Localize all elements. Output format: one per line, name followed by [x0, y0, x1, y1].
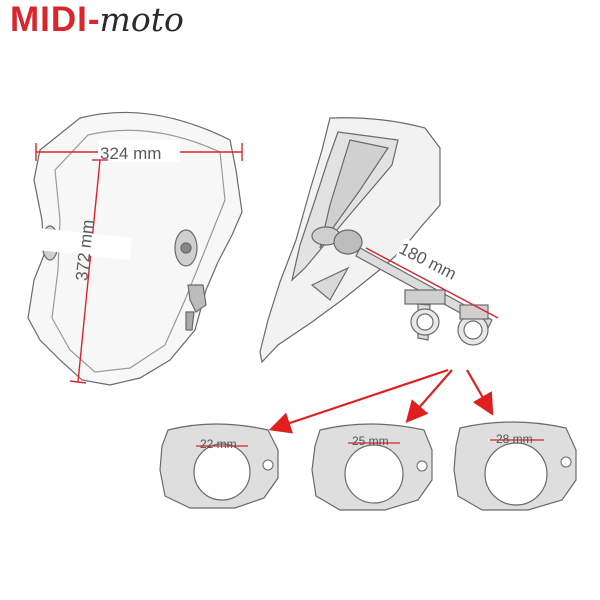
brand-separator: -: [87, 0, 100, 39]
clamp-25mm: 25 mm: [311, 423, 433, 511]
clamp-22-label: 22 mm: [200, 437, 237, 451]
mount-arm: [355, 247, 493, 346]
windshield-side-view: [259, 117, 441, 364]
brand-logo: MIDI-moto: [10, 0, 184, 46]
option-arrows: [268, 368, 494, 434]
width-measure: 324 mm: [35, 140, 243, 163]
clamp-28mm: 28 mm: [453, 421, 577, 511]
clamp-28-label: 28 mm: [496, 432, 533, 446]
clamp-22mm: 22 mm: [159, 423, 279, 509]
clamp-25-label: 25 mm: [352, 434, 389, 448]
windshield-front-view: [27, 111, 243, 386]
brand-name: MIDI: [10, 0, 88, 39]
width-label: 324 mm: [100, 144, 161, 163]
brand-suffix: moto: [99, 0, 184, 39]
